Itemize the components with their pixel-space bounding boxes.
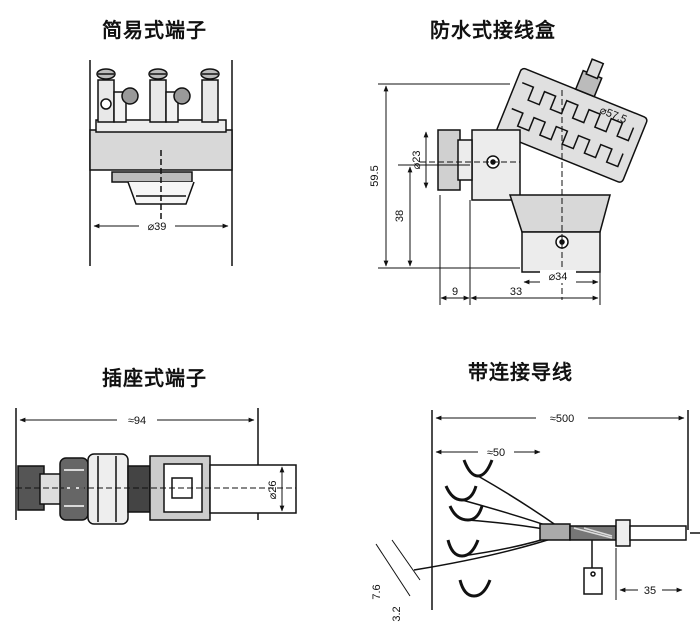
socket-terminal-title: 插座式端子 [102,366,207,390]
socket-terminal-drawing [15,408,297,525]
box-body-bg [540,270,576,283]
box-body-label: ⌀34 [549,271,568,283]
box-height-total-label: 59.5 [369,165,381,186]
box-thread-label: ⌀23 [411,151,423,170]
lead-wire-drawing [375,410,700,610]
wire-spacing-a-label: 7.6 [371,584,383,599]
simple-diameter-label: ⌀39 [148,221,167,233]
socket-diameter-label: ⌀26 [267,481,279,500]
box-left-offset-label: 9 [452,286,458,298]
wire-total-bg [536,411,588,425]
waterproof-box-drawing [378,58,648,305]
simple-terminal-drawing [89,60,233,266]
wire-probe-label: 35 [644,585,656,597]
lead-wire-title: 带连接导线 [468,360,573,384]
simple-diameter-bg [139,219,175,233]
wire-probe-bg [638,583,662,597]
waterproof-box-title: 防水式接线盒 [430,18,556,42]
socket-length-label: ≈94 [128,415,146,427]
socket-length-bg [117,413,157,427]
box-height-lower-label: 38 [394,210,406,222]
simple-terminal-title: 简易式端子 [102,18,207,42]
box-width-label: 33 [510,286,522,298]
wire-total-label: ≈500 [550,413,574,425]
wire-fork-label: ≈50 [487,447,505,459]
wire-spacing-b-label: 3.2 [391,606,403,621]
wire-fork-bg [478,445,514,459]
